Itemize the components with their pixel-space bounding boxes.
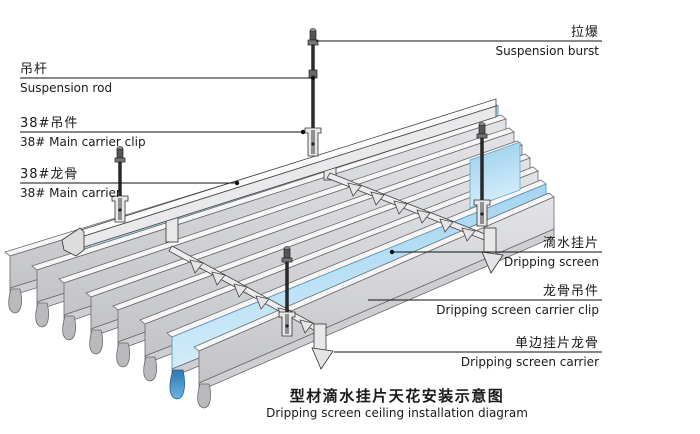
- leader-dot: [234, 180, 240, 186]
- blade-teardrop: [89, 329, 103, 355]
- blade-teardrop: [8, 288, 22, 314]
- label-main-carrier-clip-en: 38# Main carrier clip: [20, 135, 146, 149]
- carrier-end-tooth: [481, 251, 504, 274]
- blade-teardrop-highlighted: [169, 369, 185, 400]
- label-dripping-screen-carrier-zh: 单边挂片龙骨: [515, 336, 599, 351]
- labels: 吊杆 Suspension rod 38#吊件 38# Main carrier…: [20, 25, 599, 369]
- blade-teardrop: [35, 302, 49, 328]
- carrier-teeth: [347, 182, 476, 242]
- main-carrier-end-bracket: [61, 227, 85, 257]
- leader-dot: [300, 129, 306, 135]
- diagram-title-zh: 型材滴水挂片天花安装示意图: [290, 387, 505, 405]
- label-dripping-screen-carrier-clip-zh: 龙骨吊件: [543, 284, 599, 299]
- leader-lines: [20, 40, 602, 353]
- suspension-rod-2: [111, 146, 129, 223]
- suspension-rod-3: [473, 122, 491, 227]
- label-main-carrier-zh: 38#龙骨: [20, 167, 78, 182]
- label-main-carrier-clip-zh: 38#吊件: [20, 116, 78, 131]
- carrier-end-strap: [313, 323, 327, 351]
- diagram-title: 型材滴水挂片天花安装示意图 Dripping screen ceiling in…: [266, 387, 528, 420]
- suspension-rod-4: [278, 246, 296, 337]
- carrier-end-strap: [483, 227, 497, 255]
- label-dripping-screen-carrier-en: Dripping screen carrier: [461, 355, 599, 369]
- blade-teardrop: [116, 342, 130, 368]
- label-dripping-screen-carrier-clip-en: Dripping screen carrier clip: [436, 303, 599, 317]
- dripping-screen-carrier-2: [326, 172, 504, 274]
- carrier-end-tooth: [311, 347, 334, 370]
- suspension-rod-1: [304, 28, 322, 157]
- blade-teardrop: [143, 356, 157, 382]
- label-suspension-rod-en: Suspension rod: [20, 81, 112, 95]
- label-main-carrier-en: 38# Main carrier: [20, 186, 121, 200]
- main-carrier: [61, 98, 497, 257]
- diagram-title-en: Dripping screen ceiling installation dia…: [266, 406, 528, 420]
- leader-dot: [389, 249, 395, 255]
- label-suspension-rod-zh: 吊杆: [20, 62, 48, 77]
- label-dripping-screen-zh: 滴水挂片: [543, 235, 599, 251]
- label-dripping-screen-en: Dripping screen: [504, 255, 599, 269]
- leader-dot: [310, 75, 316, 81]
- label-suspension-burst-en: Suspension burst: [495, 44, 599, 58]
- blade-teardrop: [197, 383, 211, 409]
- blade-teardrop: [62, 315, 76, 341]
- label-suspension-burst-zh: 拉爆: [571, 25, 599, 40]
